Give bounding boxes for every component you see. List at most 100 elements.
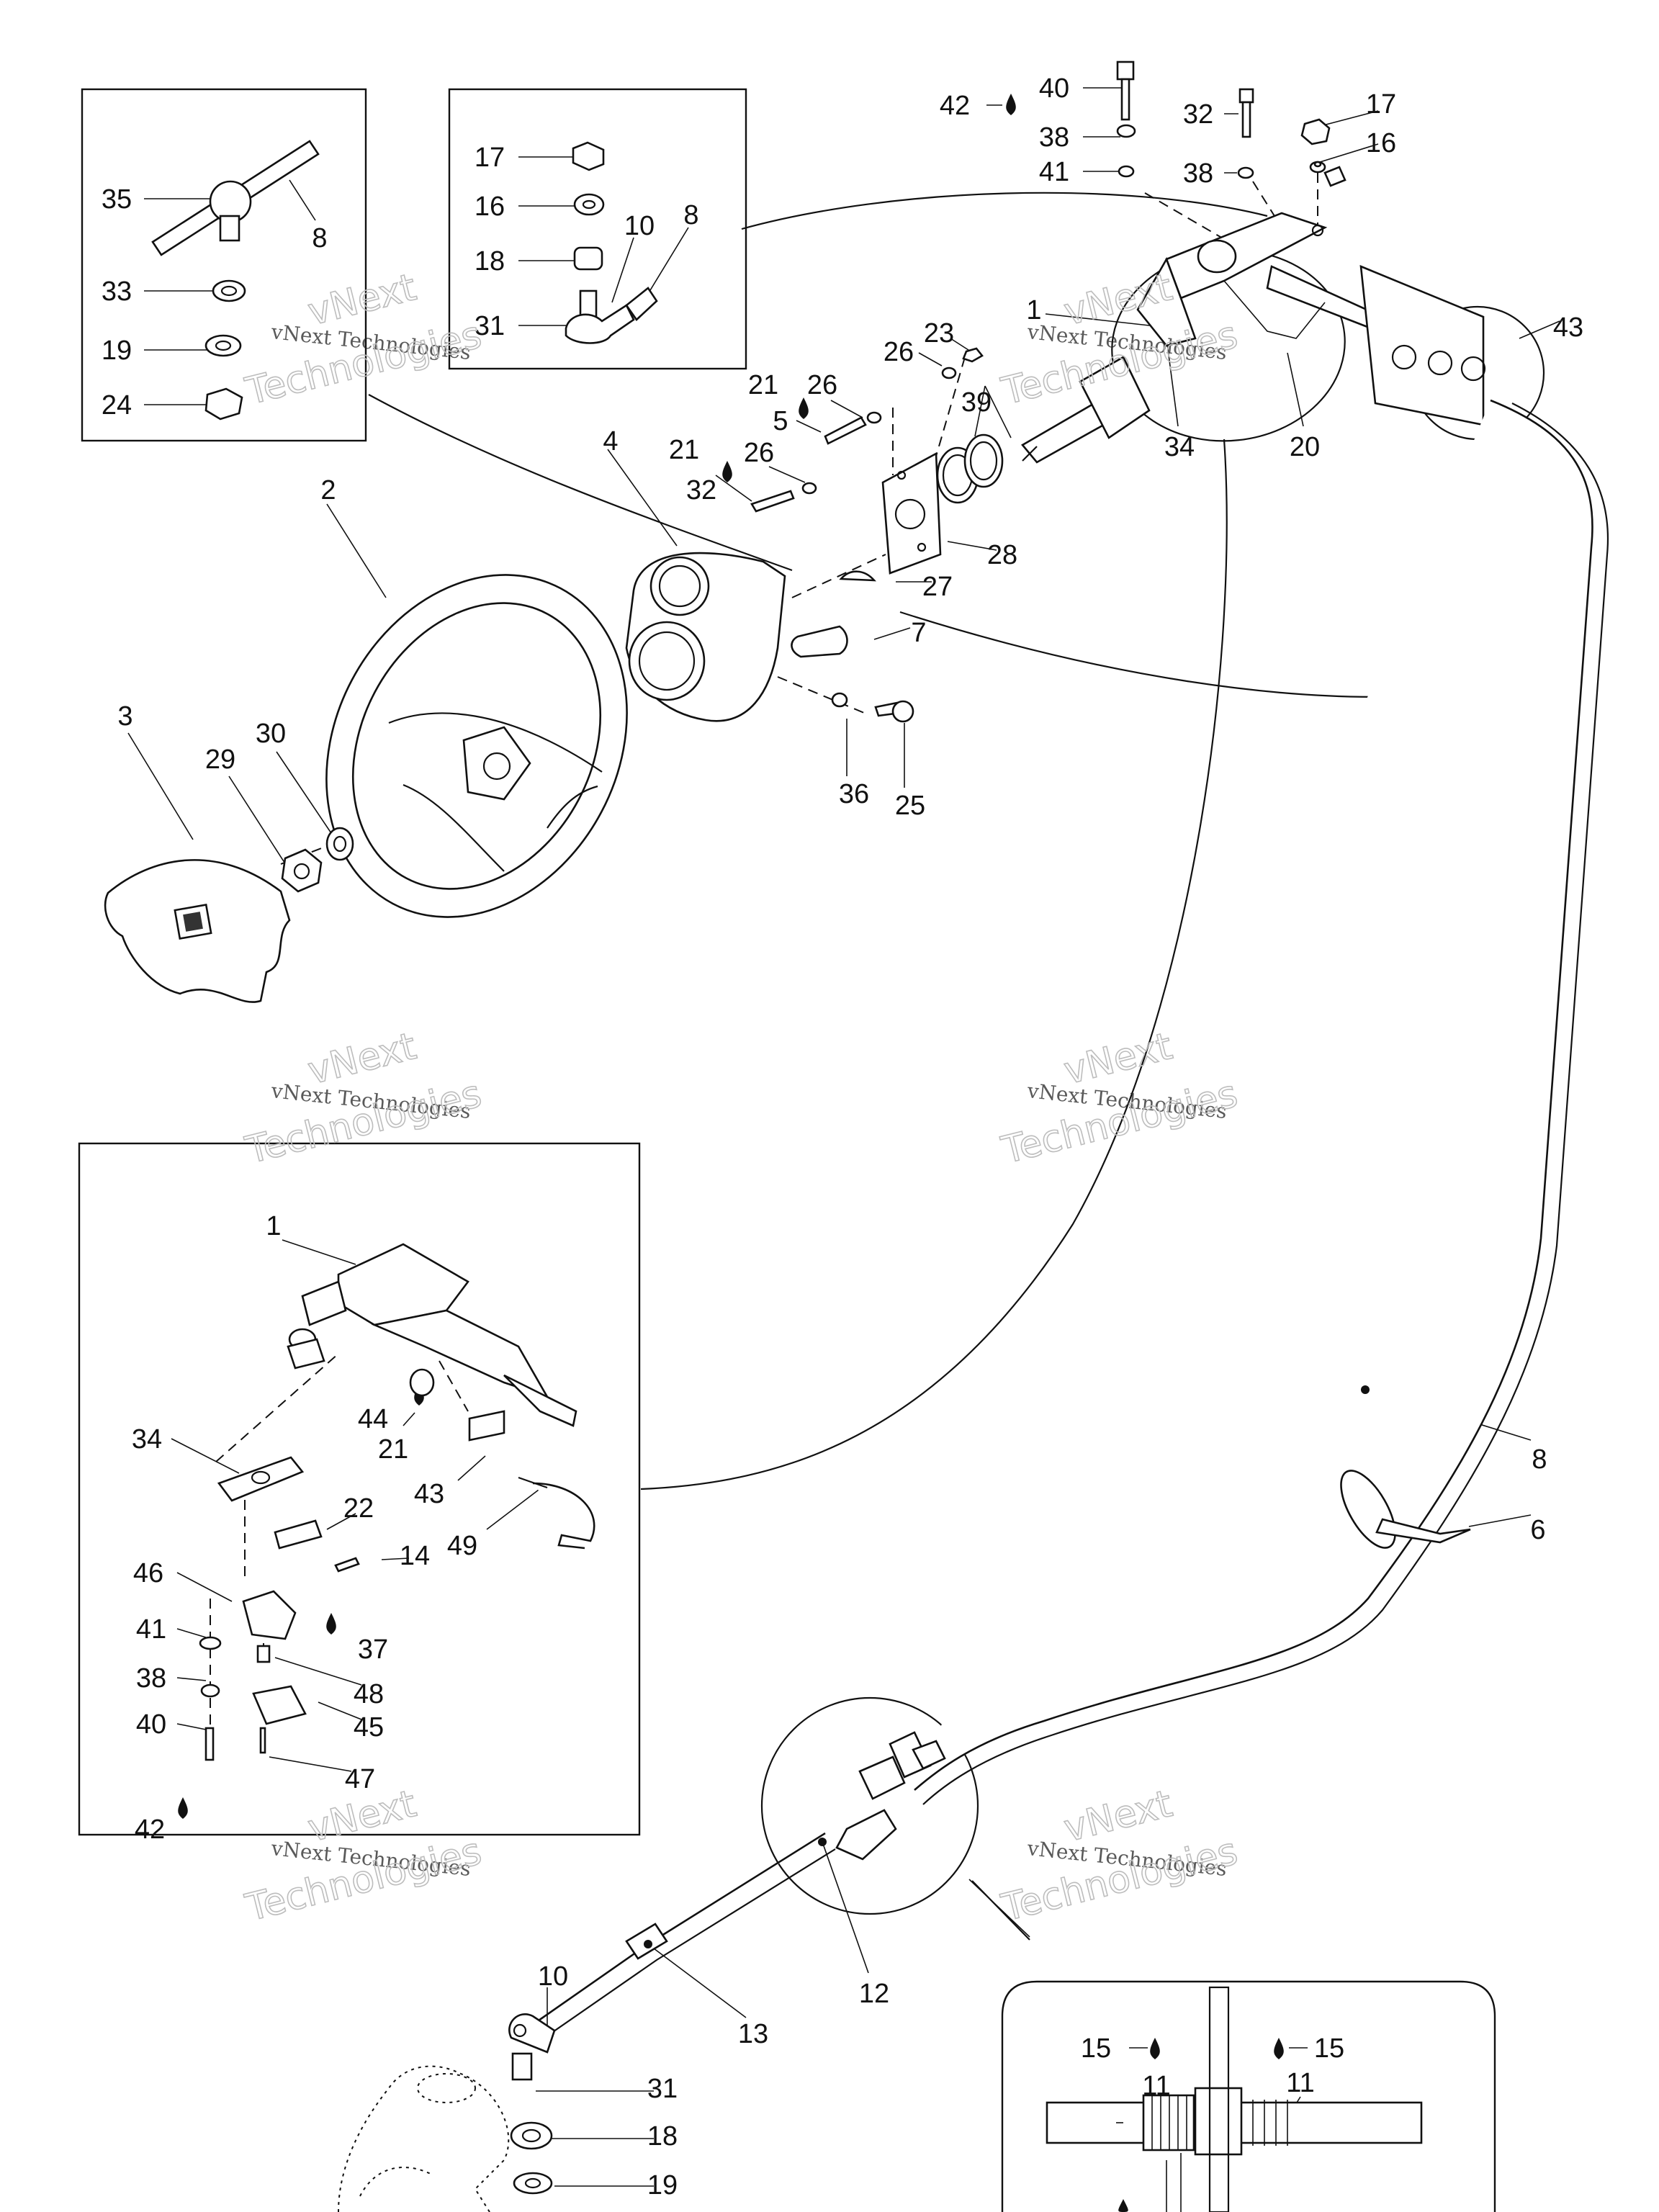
- cable-end: [508, 2013, 556, 2195]
- callout-n10a: 10: [624, 211, 655, 241]
- steering-wheel: [325, 574, 628, 918]
- callout-n17b: 17: [1366, 89, 1396, 120]
- callout-n26b: 26: [807, 370, 837, 400]
- callout-n16b: 16: [1366, 128, 1396, 158]
- inset3-parts: [199, 1243, 595, 1761]
- callout-n16a: 16: [475, 192, 505, 222]
- inset-box-column-assembly: [78, 1142, 641, 1836]
- callout-n46: 46: [133, 1558, 163, 1588]
- cable-joint: [625, 1923, 668, 1960]
- callout-n34b: 34: [132, 1424, 162, 1455]
- column-hardware: [750, 347, 984, 723]
- callout-n25: 25: [895, 791, 925, 821]
- callout-n8b: 8: [312, 223, 327, 253]
- callout-n15b: 15: [1314, 2033, 1344, 2064]
- callout-n43b: 43: [414, 1479, 444, 1509]
- callout-n28: 28: [987, 540, 1017, 570]
- inset2-parts: [565, 141, 658, 344]
- callout-n11b: 11: [1286, 2068, 1314, 2098]
- steering-helm: [1136, 166, 1486, 426]
- callout-n18b: 18: [647, 2121, 678, 2152]
- callout-n37: 37: [358, 1635, 388, 1665]
- callout-n41b: 41: [136, 1614, 166, 1645]
- callout-n27: 27: [922, 572, 953, 602]
- callout-n13: 13: [738, 2019, 768, 2049]
- callout-n38b: 38: [1183, 158, 1213, 189]
- callout-n24: 24: [102, 390, 132, 421]
- callout-n26a: 26: [884, 337, 914, 367]
- callout-n43a: 43: [1553, 313, 1583, 343]
- cable-fitting: [818, 1731, 946, 1861]
- callout-n40b: 40: [136, 1709, 166, 1740]
- callout-n38c: 38: [136, 1663, 166, 1694]
- callout-n49: 49: [447, 1531, 477, 1561]
- engine-silhouette: [338, 2065, 510, 2212]
- callout-n21c: 21: [378, 1434, 408, 1465]
- lubricant-drop-icons: [178, 94, 1284, 2212]
- callout-n3: 3: [117, 701, 132, 732]
- callout-n45: 45: [354, 1712, 384, 1743]
- horn-pad: [104, 859, 291, 1003]
- watermark-big-4: vNext: [1060, 1025, 1177, 1093]
- callout-n15a: 15: [1081, 2033, 1111, 2064]
- gauge-housing: [625, 552, 786, 722]
- callout-n32b: 32: [686, 475, 716, 505]
- callout-n6: 6: [1530, 1515, 1545, 1545]
- callout-n19b: 19: [647, 2170, 678, 2200]
- leader-lines: [127, 87, 1560, 2187]
- callout-n7: 7: [911, 618, 926, 648]
- inset4-parts: [1046, 1986, 1423, 2212]
- callout-n38a: 38: [1039, 122, 1069, 153]
- top-bolts: [1116, 60, 1331, 179]
- callout-n8c: 8: [1532, 1444, 1547, 1475]
- watermark-big-3: vNext: [304, 1025, 421, 1093]
- callout-n35: 35: [102, 184, 132, 215]
- watermark-big-6: vNext: [1060, 1782, 1177, 1851]
- callout-n32a: 32: [1183, 99, 1213, 130]
- callout-n23: 23: [924, 318, 954, 349]
- callout-n29: 29: [205, 745, 235, 775]
- inset-box-joint-detail: [81, 88, 367, 442]
- callout-n41a: 41: [1039, 157, 1069, 187]
- callout-n47: 47: [345, 1764, 375, 1794]
- callout-n21a: 21: [748, 370, 778, 400]
- callout-n1b: 1: [266, 1211, 281, 1241]
- callout-n11a: 11: [1142, 2071, 1170, 2101]
- callout-n48: 48: [354, 1679, 384, 1709]
- callout-n18a: 18: [475, 246, 505, 276]
- callout-n26c: 26: [744, 438, 774, 468]
- callout-n1a: 1: [1026, 295, 1041, 325]
- watermark-big-1: vNext: [304, 266, 421, 334]
- callout-n14: 14: [400, 1541, 430, 1571]
- callout-n44: 44: [358, 1404, 388, 1434]
- callout-n5: 5: [773, 406, 788, 436]
- callout-n34a: 34: [1164, 432, 1195, 462]
- steering-column: [881, 356, 1151, 575]
- steering-cable: [538, 399, 1609, 2036]
- callout-n10b: 10: [538, 1961, 568, 1992]
- callout-n12: 12: [859, 1979, 889, 2009]
- callout-n22: 22: [343, 1493, 374, 1524]
- callout-n33: 33: [102, 276, 132, 307]
- callout-n19a: 19: [102, 336, 132, 366]
- callout-n20: 20: [1290, 432, 1320, 462]
- callout-n17a: 17: [475, 143, 505, 173]
- callout-n36: 36: [839, 779, 869, 809]
- callout-n21b: 21: [669, 435, 699, 465]
- callout-n42a: 42: [940, 91, 970, 121]
- inset-box-bulkhead-detail: [1001, 1980, 1496, 2212]
- callout-n8a: 8: [683, 200, 698, 230]
- callout-n31b: 31: [647, 2074, 678, 2104]
- inset-box-cable-end-detail: [448, 88, 747, 370]
- callout-n30: 30: [256, 719, 286, 749]
- callout-n4: 4: [603, 426, 618, 457]
- inset1-parts: [151, 140, 320, 421]
- callout-n31a: 31: [475, 311, 505, 341]
- nut-and-washer: [281, 827, 354, 893]
- callout-n40a: 40: [1039, 73, 1069, 104]
- callout-n39: 39: [961, 387, 992, 418]
- callout-n42b: 42: [135, 1815, 165, 1845]
- callout-n2: 2: [320, 475, 336, 505]
